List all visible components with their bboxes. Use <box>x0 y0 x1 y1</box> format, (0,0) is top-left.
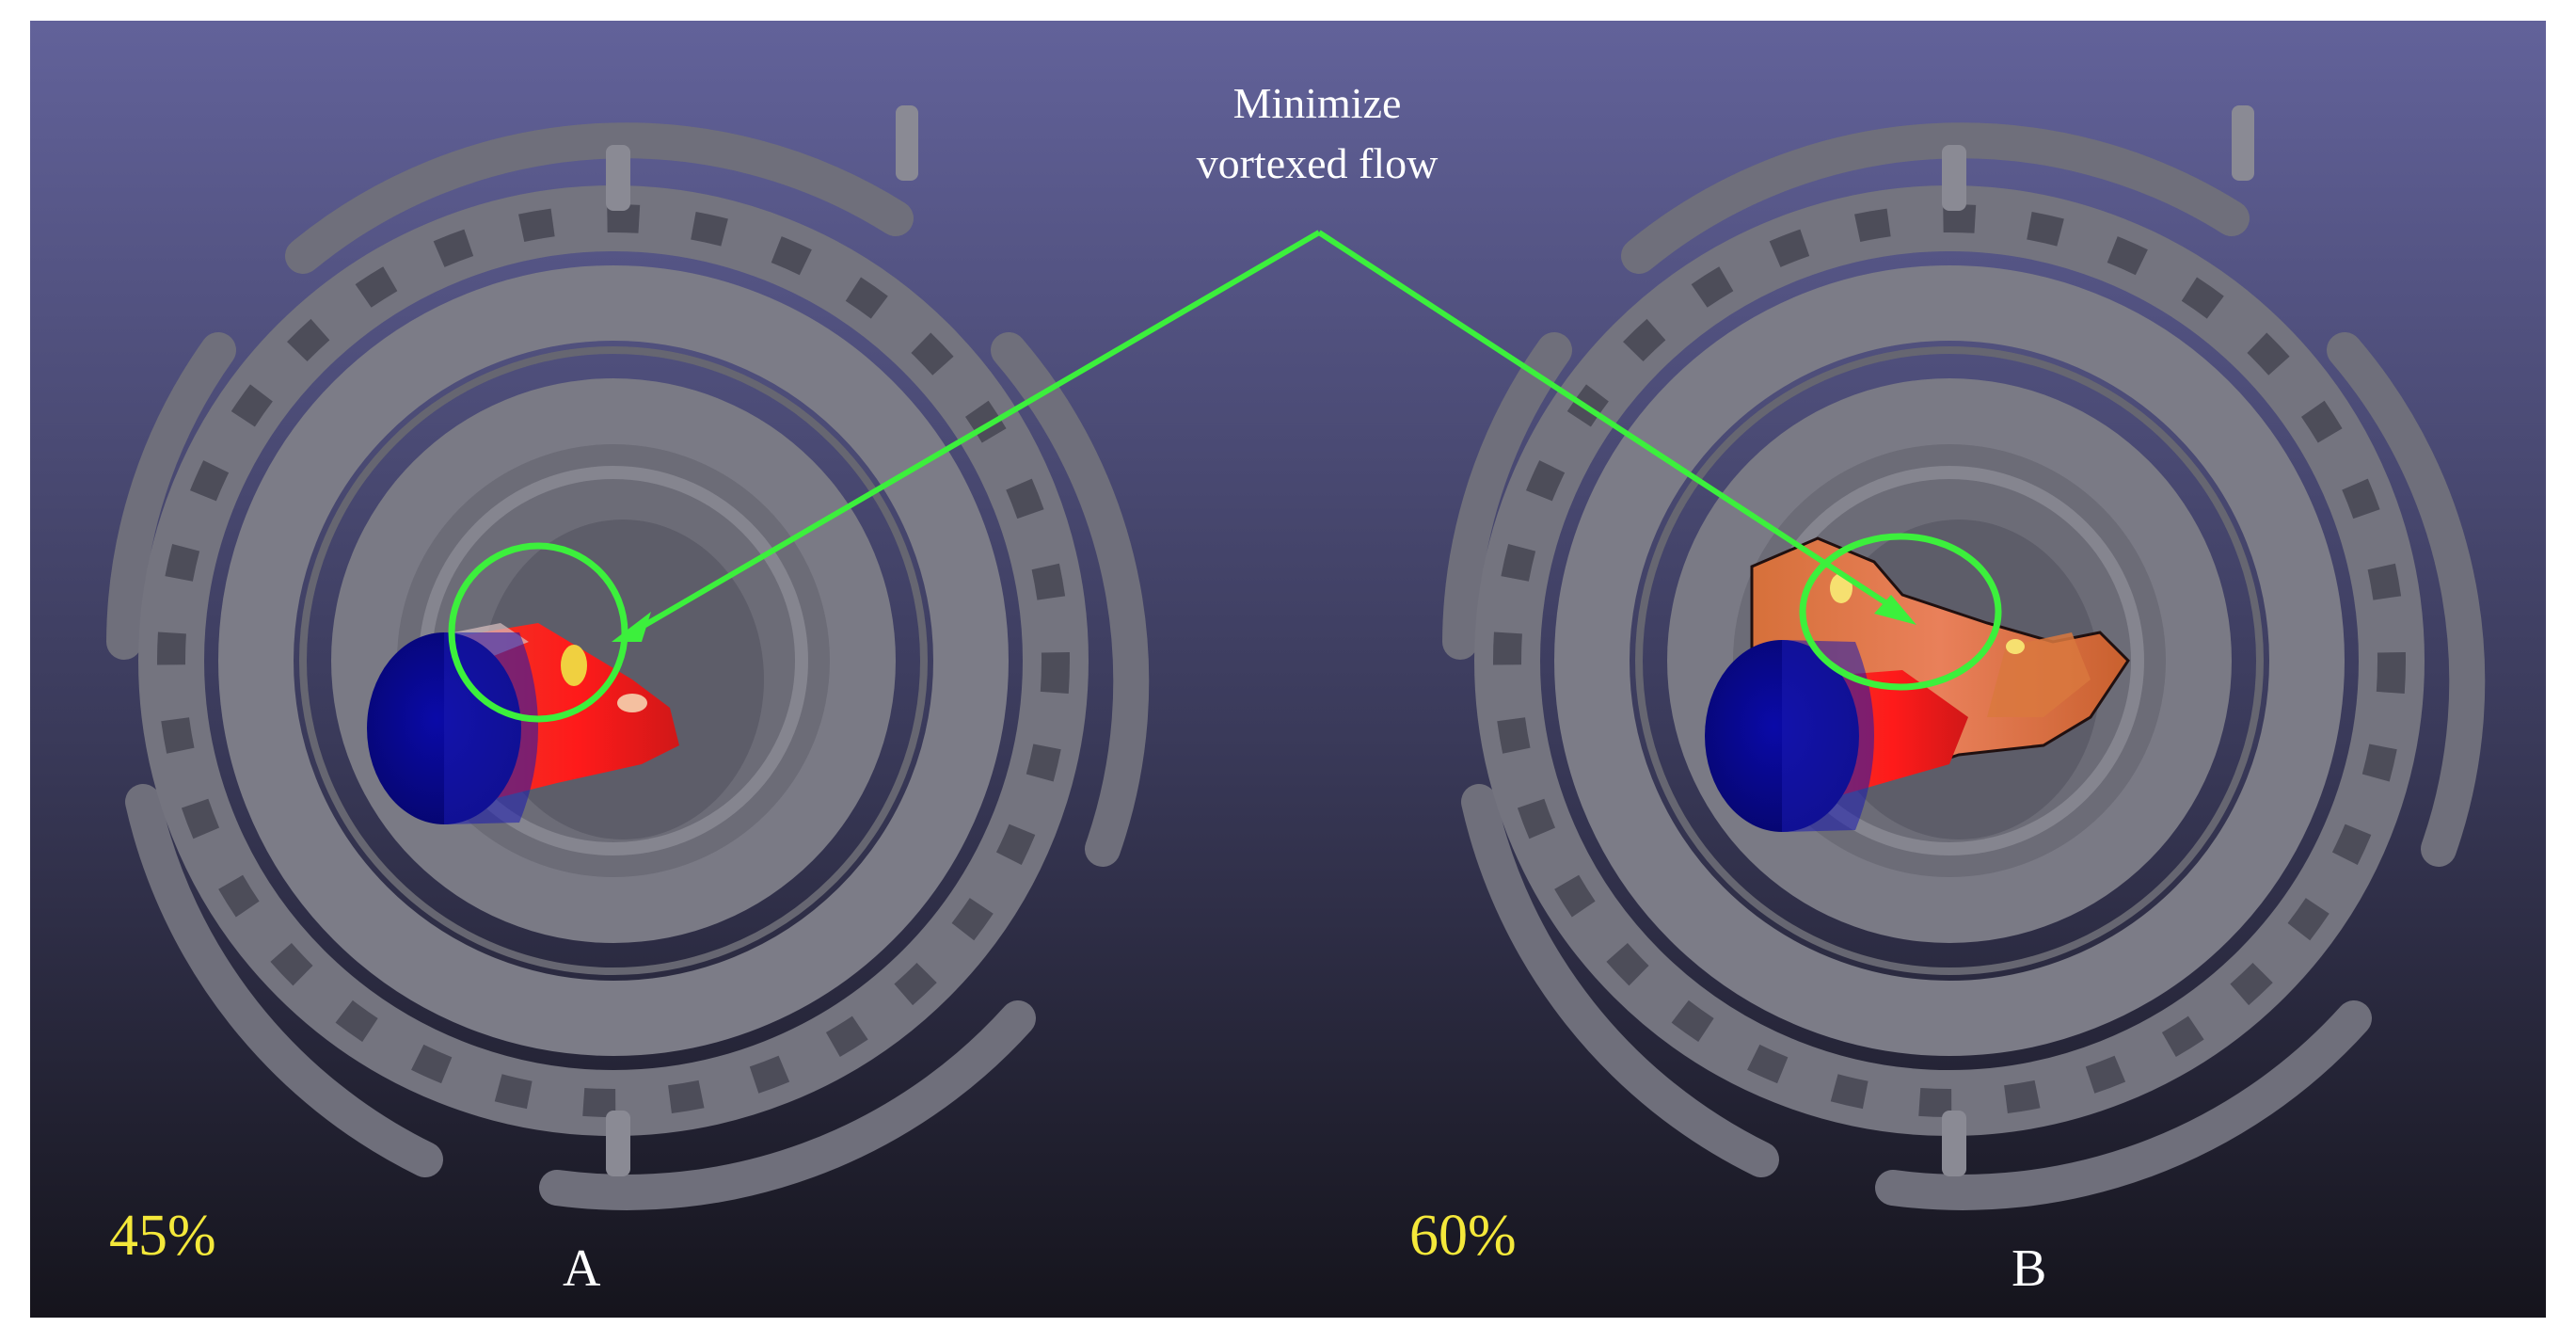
annotation-text: Minimize vortexed flow <box>1167 73 1468 195</box>
vortex-circle-b <box>1799 533 2002 691</box>
arrow-heads <box>612 595 1916 642</box>
simulation-render <box>30 21 2546 1318</box>
fill-percent-a: 45% <box>109 1204 216 1268</box>
panel-label-a: A <box>563 1239 601 1298</box>
annotation-line-2: vortexed flow <box>1196 139 1439 188</box>
casting-model-a <box>106 105 1150 1210</box>
annotation-line-1: Minimize <box>1232 79 1402 127</box>
metal-flow-b <box>1705 536 2130 832</box>
panel-label-b: B <box>2012 1239 2047 1298</box>
fill-percent-b: 60% <box>1409 1204 1517 1268</box>
